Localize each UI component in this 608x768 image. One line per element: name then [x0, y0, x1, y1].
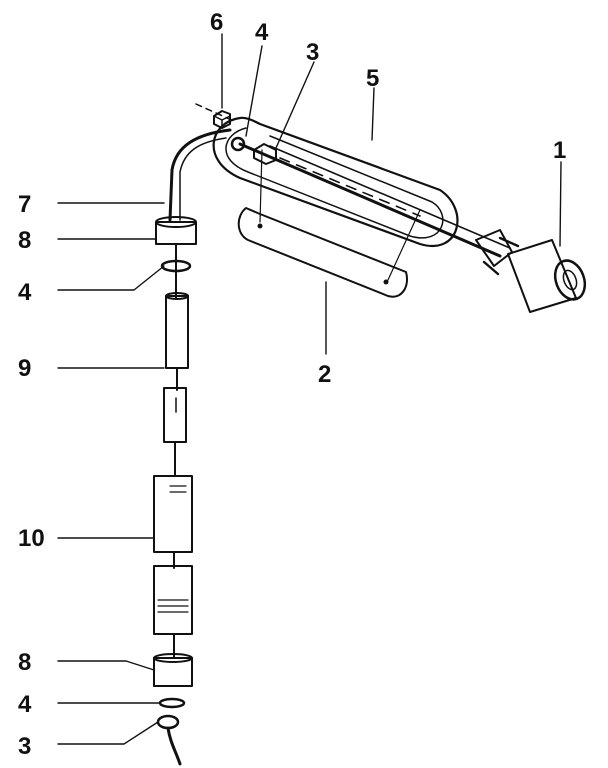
part-5-envelope [212, 116, 459, 247]
vertical-stack [153, 216, 197, 766]
part-8-upper-bushing [155, 216, 197, 245]
callout-4-upper: 4 [255, 19, 269, 46]
part-4-lower-washer [158, 697, 186, 709]
callout-3-lower: 3 [18, 733, 31, 760]
part-8-lower-bushing [153, 653, 193, 687]
part-3-lower-clip [156, 714, 180, 730]
part-1-lamp-base [507, 239, 587, 313]
part-10-tube-a [153, 475, 193, 569]
callout-8-upper: 8 [18, 227, 31, 254]
upper-assembly [168, 103, 587, 313]
part-3-upper-clip [253, 143, 277, 165]
internal-rods [238, 142, 511, 258]
callout-4-lower: 4 [18, 691, 32, 718]
leader-lines [57, 33, 562, 745]
callout-4-middle: 4 [18, 279, 32, 306]
callout-9: 9 [18, 355, 31, 382]
callout-6: 6 [210, 9, 223, 36]
callout-8-lower: 8 [18, 649, 31, 676]
part-10-tube-b [153, 565, 193, 659]
callout-7: 7 [18, 191, 31, 218]
exit-cable [166, 726, 182, 766]
bent-tube [168, 128, 232, 222]
reflector-hole-1 [257, 223, 263, 229]
part-9-tube-a [165, 292, 189, 391]
part-9-tube-b [163, 387, 187, 477]
callout-10: 10 [18, 525, 45, 552]
callout-1: 1 [553, 137, 566, 164]
callout-2: 2 [318, 361, 331, 388]
reflector-hole-2 [383, 279, 389, 285]
callout-3-upper: 3 [306, 39, 319, 66]
callout-labels: 1 2 3 3 4 4 4 5 6 7 8 8 9 10 [18, 9, 566, 760]
part-4-middle-washer [160, 243, 192, 299]
part-4-upper-washer [230, 136, 246, 152]
part-2-reflector [237, 149, 421, 298]
callout-5: 5 [366, 65, 379, 92]
